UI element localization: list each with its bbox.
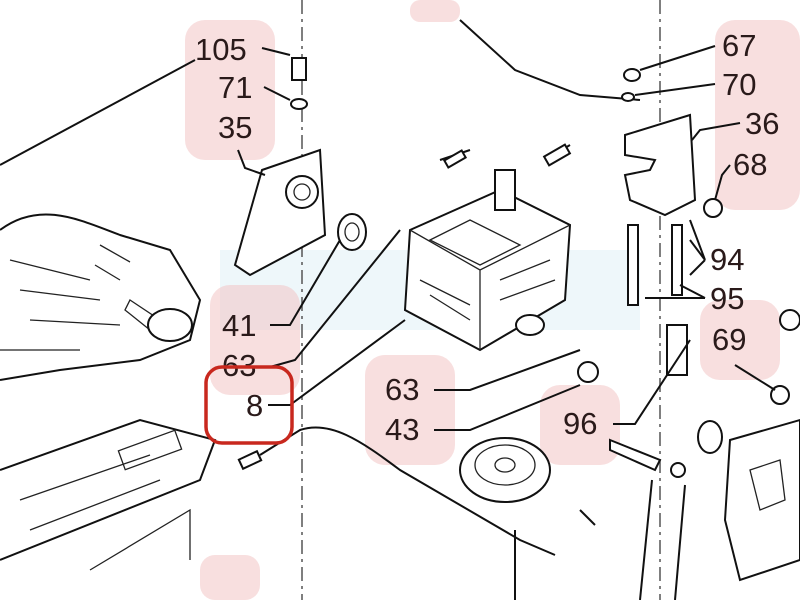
label-105[interactable]: 105	[195, 32, 247, 67]
label-70[interactable]: 70	[722, 67, 756, 102]
label-63-right[interactable]: 63	[385, 372, 419, 407]
leader-lines	[237, 45, 776, 431]
label-95[interactable]: 95	[710, 281, 744, 316]
label-69[interactable]: 69	[712, 322, 746, 357]
label-36[interactable]: 36	[745, 106, 779, 141]
label-43[interactable]: 43	[385, 412, 419, 447]
label-96[interactable]: 96	[563, 406, 597, 441]
right-hardware	[609, 68, 800, 600]
label-35[interactable]: 35	[218, 110, 252, 145]
label-8[interactable]: 8	[246, 388, 263, 423]
bearing-41	[337, 213, 367, 251]
label-71[interactable]: 71	[218, 70, 252, 105]
label-94[interactable]: 94	[710, 242, 744, 277]
selection-highlight-box	[204, 365, 294, 445]
engine-block	[0, 59, 217, 571]
cable-bottom	[259, 426, 556, 556]
gearbox	[403, 143, 572, 352]
label-41[interactable]: 41	[222, 308, 256, 343]
pulley	[459, 361, 599, 600]
label-highlights	[185, 0, 800, 600]
label-67[interactable]: 67	[722, 28, 756, 63]
cable-top	[459, 19, 641, 101]
bracket-35	[233, 57, 327, 277]
label-68[interactable]: 68	[733, 147, 767, 182]
